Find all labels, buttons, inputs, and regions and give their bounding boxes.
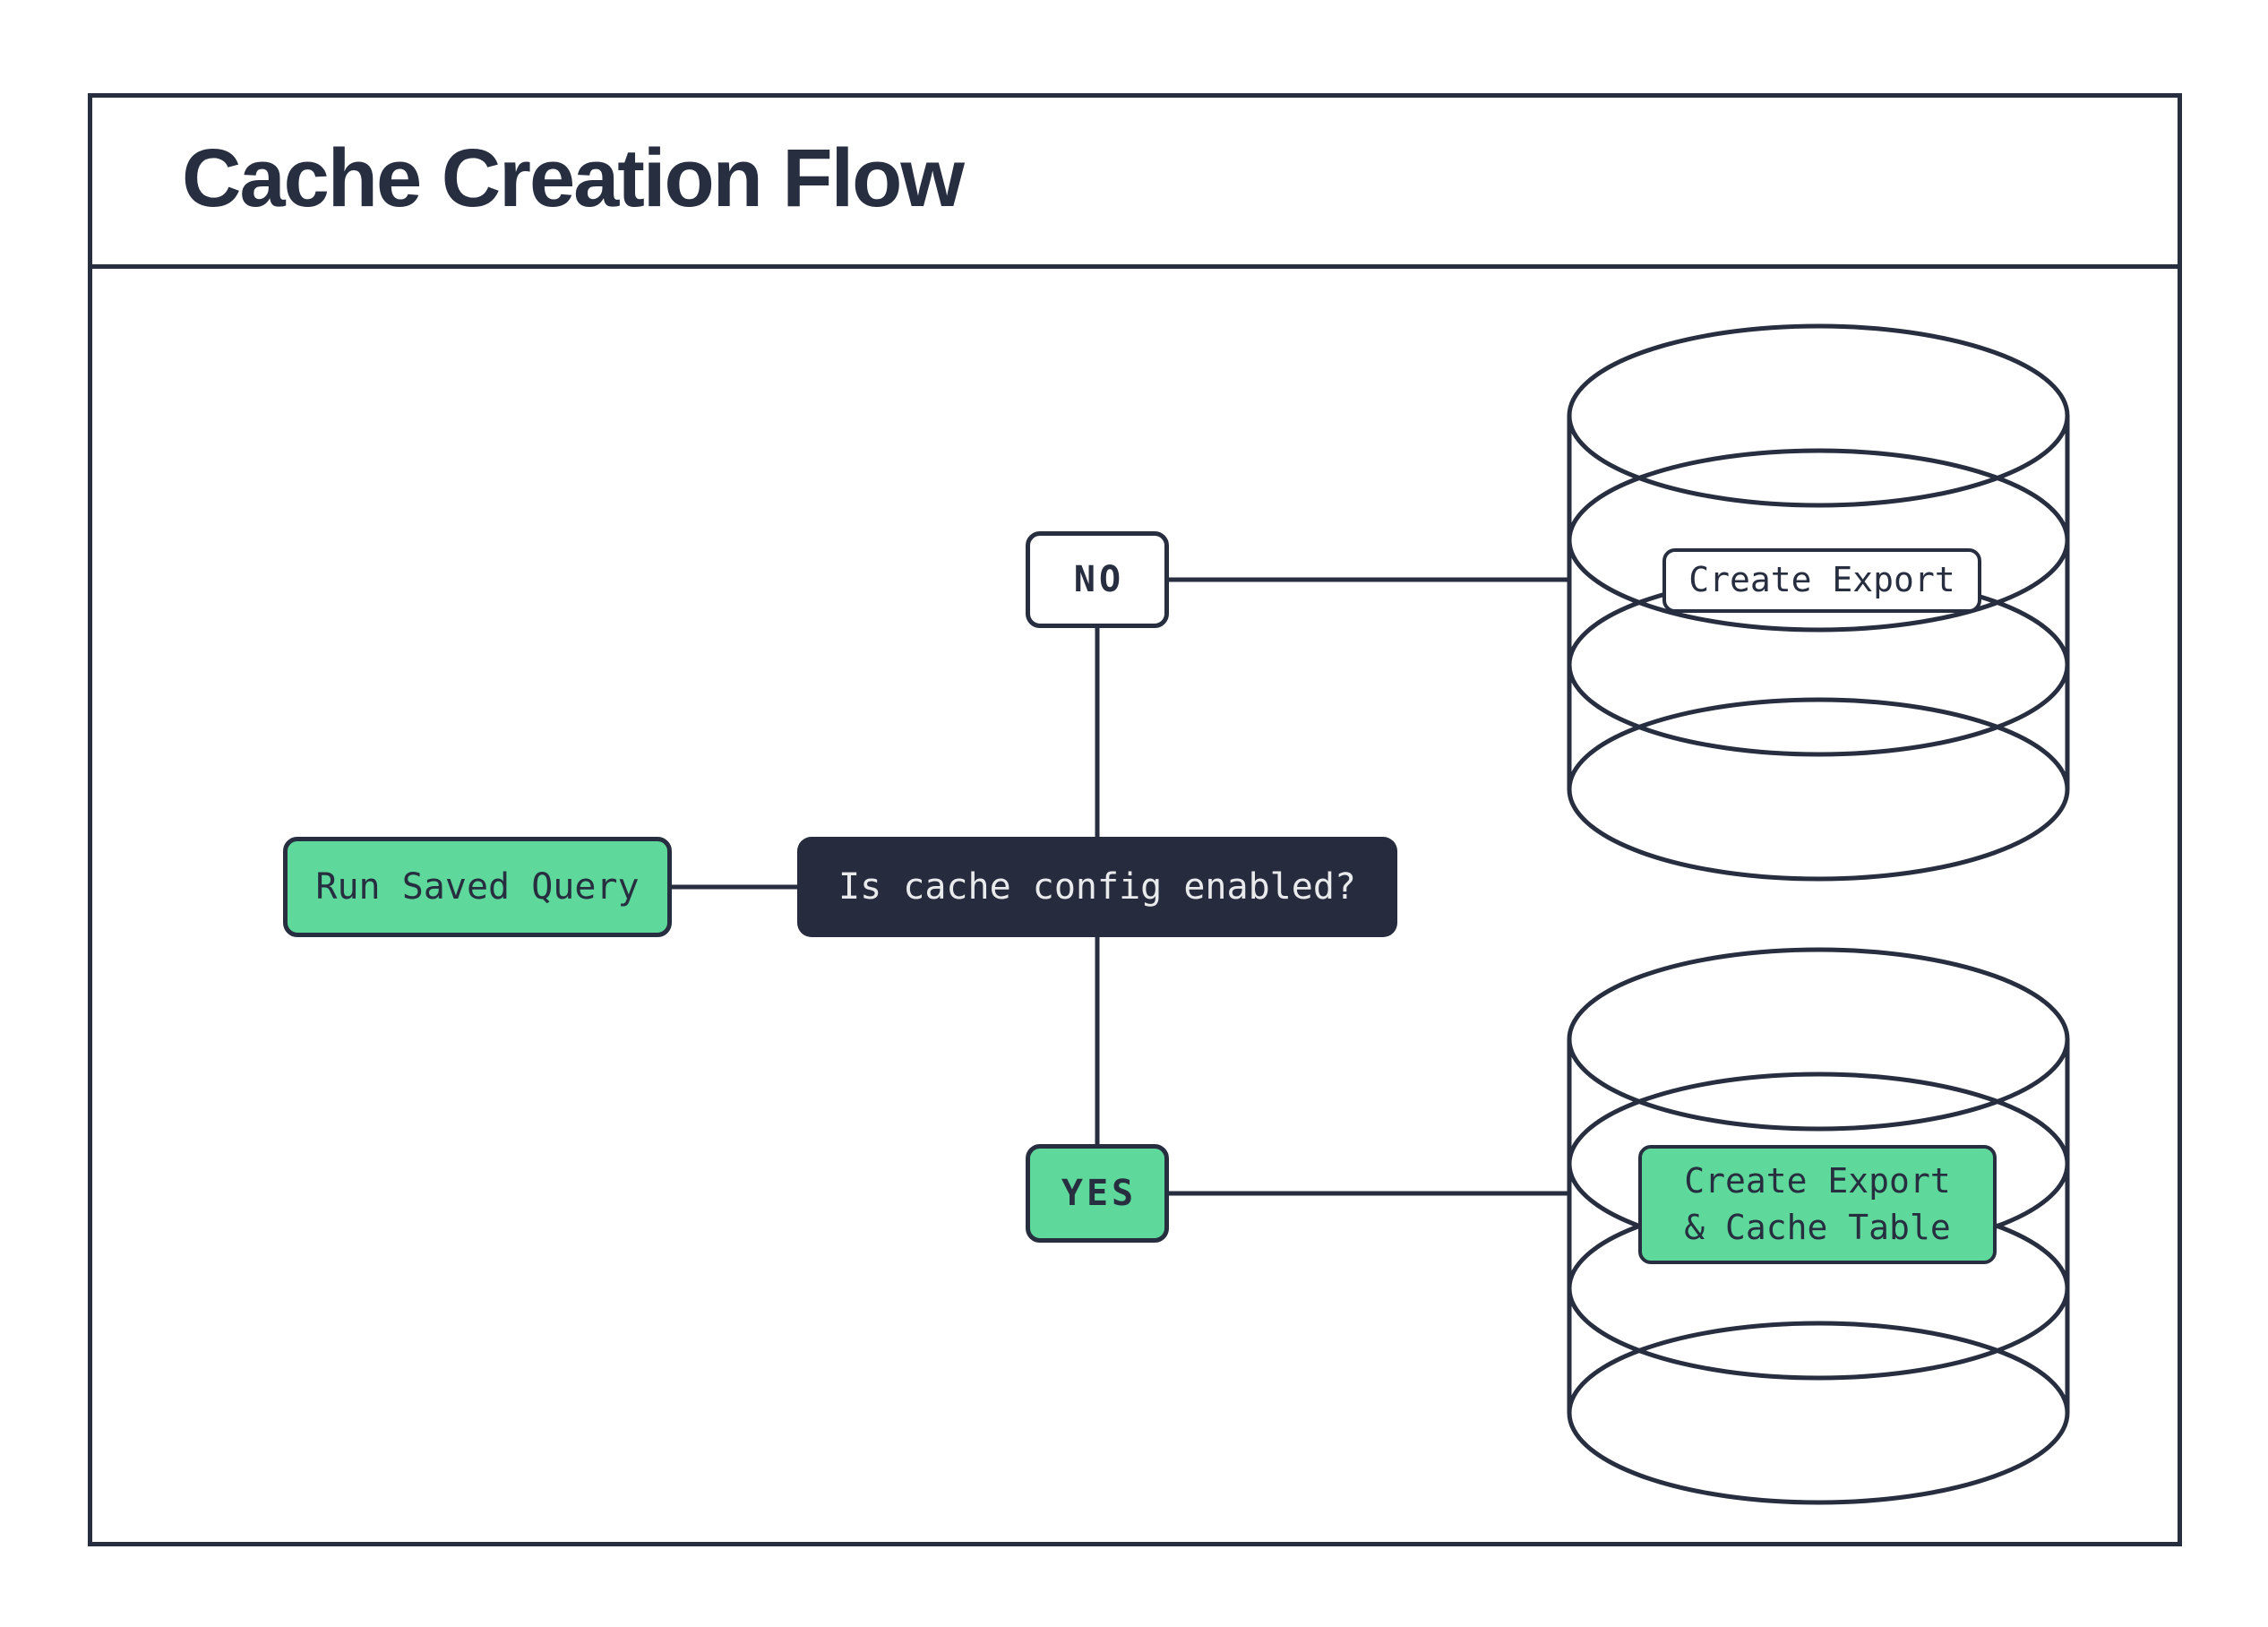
node-yes-branch-label: YES <box>1061 1173 1138 1214</box>
node-run-saved-query: Run Saved Query <box>283 837 672 937</box>
database-label-create-export-cache-line2: & Cache Table <box>1684 1207 1951 1247</box>
database-label-create-export-cache-table: Create Export & Cache Table <box>1638 1145 1997 1264</box>
node-no-branch-label: NO <box>1073 559 1125 600</box>
node-cache-config-question-label: Is cache config enabled? <box>838 866 1356 908</box>
node-no-branch: NO <box>1026 531 1169 628</box>
page-title: Cache Creation Flow <box>182 133 965 224</box>
node-yes-branch: YES <box>1026 1144 1169 1243</box>
node-run-saved-query-label: Run Saved Query <box>315 866 640 908</box>
diagram-frame <box>88 93 2182 1546</box>
database-label-create-export-text: Create Export <box>1688 560 1955 600</box>
database-label-create-export: Create Export <box>1662 548 1981 613</box>
database-label-create-export-cache-line1: Create Export <box>1684 1161 1951 1201</box>
diagram-header: Cache Creation Flow <box>88 93 2182 269</box>
node-cache-config-question: Is cache config enabled? <box>797 837 1397 937</box>
